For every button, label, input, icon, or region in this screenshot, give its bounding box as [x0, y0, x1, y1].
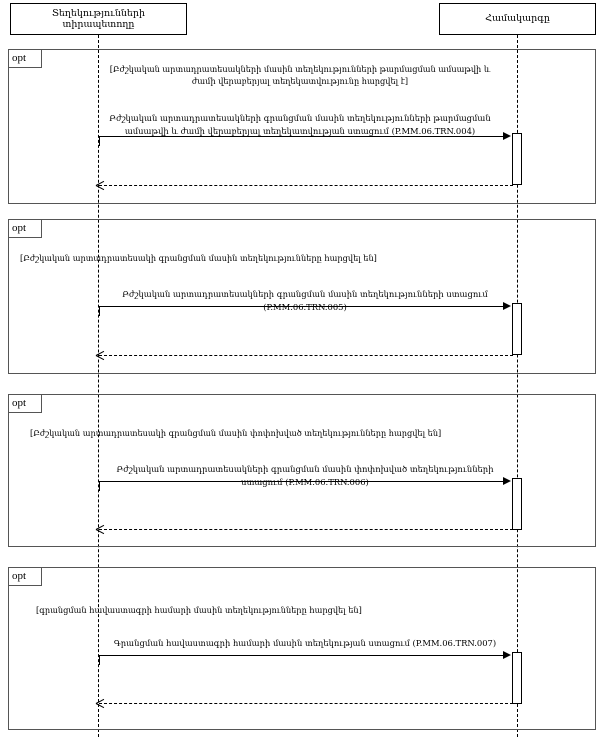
message-label-1[interactable]: Բժշկական արտադրատեսակների գրանցման մասին…: [109, 113, 491, 136]
fragment-operator-label: opt: [9, 50, 42, 68]
message-arrow-request-1[interactable]: [99, 136, 509, 137]
fragment-opt-2: opt: [8, 219, 596, 374]
message-arrow-request-4[interactable]: [99, 655, 509, 656]
message-arrow-request-3[interactable]: [99, 481, 509, 482]
fragment-guard-2: [Բժշկական արտադրատեսակի գրանցման մասին տ…: [20, 253, 377, 263]
message-label-3[interactable]: Բժշկական արտադրատեսակների գրանցման մասին…: [116, 464, 494, 487]
message-arrow-request-2[interactable]: [99, 306, 509, 307]
activation-bar-4: [512, 652, 522, 704]
lifeline-information-holder: [98, 35, 99, 737]
arrowhead-filled-icon: [503, 302, 511, 310]
fragment-opt-3: opt: [8, 394, 596, 547]
activation-bar-1: [512, 133, 522, 185]
arrowhead-open-icon: [96, 699, 105, 708]
message-origin-stub-2: [99, 306, 100, 316]
fragment-opt-1: opt: [8, 49, 596, 204]
message-origin-stub-1: [99, 136, 100, 146]
fragment-opt-4: opt: [8, 567, 596, 730]
arrowhead-filled-icon: [503, 651, 511, 659]
fragment-guard-3: [Բժշկական արտադրատեսակի գրանցման մասին փ…: [30, 428, 442, 438]
message-arrow-response-3[interactable]: [99, 529, 513, 530]
message-label-4[interactable]: Գրանցման հավաստագրի համարի մասին տեղեկու…: [113, 638, 497, 648]
message-arrow-response-2[interactable]: [99, 355, 513, 356]
message-origin-stub-3: [99, 481, 100, 491]
activation-bar-2: [512, 303, 522, 355]
message-arrow-response-4[interactable]: [99, 703, 513, 704]
fragment-operator-label: opt: [9, 395, 42, 413]
arrowhead-filled-icon: [503, 477, 511, 485]
message-origin-stub-4: [99, 655, 100, 665]
fragment-guard-4: [գրանցման հավաստագրի համարի մասին տեղեկո…: [36, 605, 362, 615]
lifeline-system: [517, 35, 518, 737]
activation-bar-3: [512, 478, 522, 530]
fragment-operator-label: opt: [9, 568, 42, 586]
arrowhead-open-icon: [96, 525, 105, 534]
fragment-operator-label: opt: [9, 220, 42, 238]
participant-label: Տեղեկությունների տիրապետողը: [51, 7, 146, 30]
message-arrow-response-1[interactable]: [99, 185, 513, 186]
arrowhead-open-icon: [96, 181, 105, 190]
arrowhead-open-icon: [96, 351, 105, 360]
participant-label: Համակարգը: [485, 13, 550, 25]
participant-system[interactable]: Համակարգը: [439, 3, 596, 35]
fragment-guard-1: [Բժշկական արտադրատեսակների մասին տեղեկու…: [109, 64, 491, 86]
participant-information-holder[interactable]: Տեղեկությունների տիրապետողը: [10, 3, 187, 35]
arrowhead-filled-icon: [503, 132, 511, 140]
message-label-2[interactable]: Բժշկական արտադրատեսակների գրանցման մասին…: [122, 289, 488, 312]
